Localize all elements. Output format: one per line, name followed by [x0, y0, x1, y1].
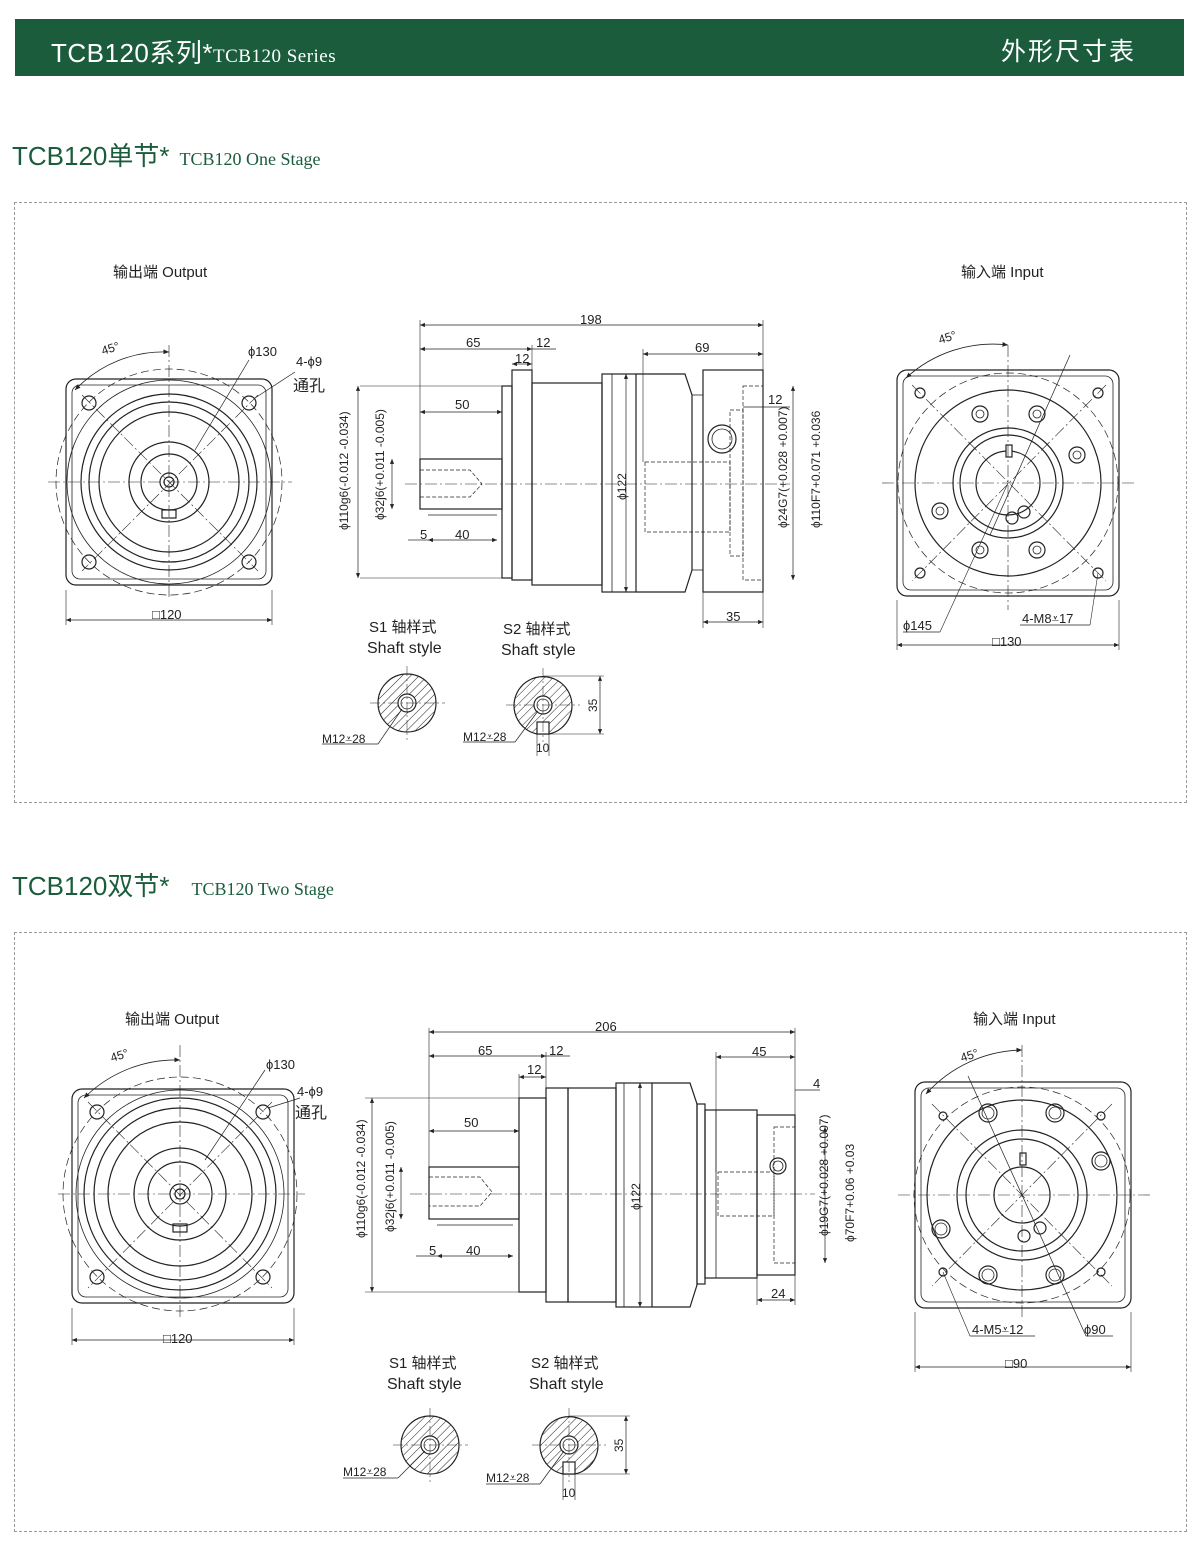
two-out-square: □120: [163, 1331, 193, 1346]
two-out-holes: 4-ϕ9: [297, 1084, 323, 1099]
one-in-pcd: ϕ145: [903, 618, 932, 633]
header-title-en: TCB120 Series: [213, 46, 337, 67]
one-side-d50: 50: [455, 397, 469, 412]
two-out-through: 通孔: [295, 1104, 327, 1122]
one-stage-title-cn: TCB120单节*: [12, 141, 170, 171]
two-s2-section: [486, 1408, 630, 1500]
one-side-d5: 5: [420, 527, 427, 542]
two-in-holes: 4-M5⩡12: [972, 1322, 1023, 1337]
one-input-label: 输入端 Input: [961, 264, 1044, 281]
two-side-dia70: ϕ70F7+0.06 +0.03: [843, 1144, 857, 1242]
one-s1-section: [322, 666, 445, 745]
one-side-d65: 65: [466, 335, 480, 350]
two-s2-w: 10: [562, 1486, 576, 1500]
two-s1-section: [343, 1408, 468, 1482]
two-output-label: 输出端 Output: [125, 1011, 220, 1028]
two-stage-title-en: TCB120 Two Stage: [191, 879, 334, 899]
one-output-label: 输出端 Output: [113, 264, 208, 281]
two-s1-thread: M12⩡28: [343, 1465, 387, 1479]
two-side-d12a: 12: [549, 1043, 563, 1058]
one-side-d12b: 12: [515, 351, 529, 366]
two-side-d4: 4: [813, 1076, 820, 1091]
two-side-d45: 45: [752, 1044, 766, 1059]
one-side-total: 198: [580, 312, 602, 327]
two-s2-h: 35: [612, 1438, 626, 1452]
two-s2-sub: Shaft style: [529, 1376, 604, 1393]
one-out-holes: 4-ϕ9: [296, 354, 322, 369]
one-stage-drawings: 输出端 Output 输入端 Input: [48, 264, 1135, 756]
two-side-d50: 50: [464, 1115, 478, 1130]
two-side-dia32: ϕ32j6(+0.011 -0.005): [383, 1121, 397, 1232]
two-in-square: □90: [1005, 1356, 1027, 1371]
two-input-view: [898, 1045, 1150, 1372]
one-in-angle: 45°: [937, 328, 959, 347]
one-side-dia122: ϕ122: [615, 473, 629, 500]
one-out-through: 通孔: [293, 377, 325, 395]
two-side-d24: 24: [771, 1286, 785, 1301]
one-side-dia24: ϕ24G7(+0.028 +0.007): [776, 407, 790, 528]
one-s2-sub: Shaft style: [501, 642, 576, 659]
two-s1-title: S1 轴样式: [389, 1355, 457, 1372]
one-s2-thread: M12⩡28: [463, 730, 507, 744]
one-out-angle: 45°: [100, 339, 122, 358]
one-s2-title: S2 轴样式: [503, 621, 571, 638]
two-out-angle: 45°: [109, 1046, 131, 1065]
two-side-d12b: 12: [527, 1062, 541, 1077]
two-s1-sub: Shaft style: [387, 1376, 462, 1393]
two-s2-thread: M12⩡28: [486, 1471, 530, 1485]
header-right-title: 外形尺寸表: [1000, 38, 1136, 66]
one-output-view: [48, 345, 296, 625]
one-stage-title: TCB120单节* TCB120 One Stage: [12, 136, 321, 173]
one-in-square: □130: [992, 634, 1022, 649]
one-side-d69: 69: [695, 340, 709, 355]
one-in-holes: 4-M8⩡17: [1022, 611, 1073, 626]
one-s1-sub: Shaft style: [367, 640, 442, 657]
two-side-dia19: ϕ19G7(+0.028 +0.007): [817, 1115, 831, 1236]
one-s2-section: [463, 668, 604, 756]
one-side-dia110f: ϕ110F7+0.071 +0.036: [809, 410, 823, 528]
one-stage-panel: [14, 202, 1187, 803]
one-s2-w: 10: [536, 741, 550, 755]
one-side-d12a: 12: [536, 335, 550, 350]
two-input-label: 输入端 Input: [973, 1011, 1056, 1028]
one-side-view: [355, 320, 796, 628]
one-side-d35: 35: [726, 609, 740, 624]
one-side-d12c: 12: [768, 392, 782, 407]
two-side-d65: 65: [478, 1043, 492, 1058]
one-side-d40: 40: [455, 527, 469, 542]
header-title-cn: TCB120系列*: [51, 38, 213, 68]
one-s2-h: 35: [586, 698, 600, 712]
two-side-dia122: ϕ122: [629, 1183, 643, 1210]
page-header: TCB120系列*TCB120 Series 外形尺寸表: [15, 19, 1184, 76]
one-out-pcd: ϕ130: [248, 344, 277, 359]
one-input-view: [882, 341, 1135, 650]
header-title: TCB120系列*TCB120 Series: [51, 33, 336, 70]
one-stage-title-en: TCB120 One Stage: [179, 149, 321, 169]
two-output-view: [58, 1045, 305, 1345]
two-side-total: 206: [595, 1019, 617, 1034]
two-out-pcd: ϕ130: [266, 1057, 295, 1072]
one-s1-thread: M12⩡28: [322, 732, 366, 746]
two-stage-drawings: 输出端 Output 输入端 Input: [58, 1011, 1150, 1500]
two-stage-title: TCB120双节* TCB120 Two Stage: [12, 866, 334, 903]
two-side-d5: 5: [429, 1243, 436, 1258]
one-out-square: □120: [152, 607, 182, 622]
two-s2-title: S2 轴样式: [531, 1355, 599, 1372]
one-side-dia110: ϕ110g6(-0.012 -0.034): [337, 411, 351, 530]
two-side-dia110: ϕ110g6(-0.012 -0.034): [354, 1119, 368, 1238]
one-side-dia32: ϕ32j6(+0.011 -0.005): [373, 409, 387, 520]
two-in-angle: 45°: [959, 1046, 981, 1065]
two-stage-panel: [14, 932, 1187, 1532]
two-stage-title-cn: TCB120双节*: [12, 871, 170, 901]
two-in-pcd: ϕ90: [1084, 1322, 1106, 1337]
one-s1-title: S1 轴样式: [369, 619, 437, 636]
two-side-view: [365, 1028, 828, 1308]
two-side-d40: 40: [466, 1243, 480, 1258]
